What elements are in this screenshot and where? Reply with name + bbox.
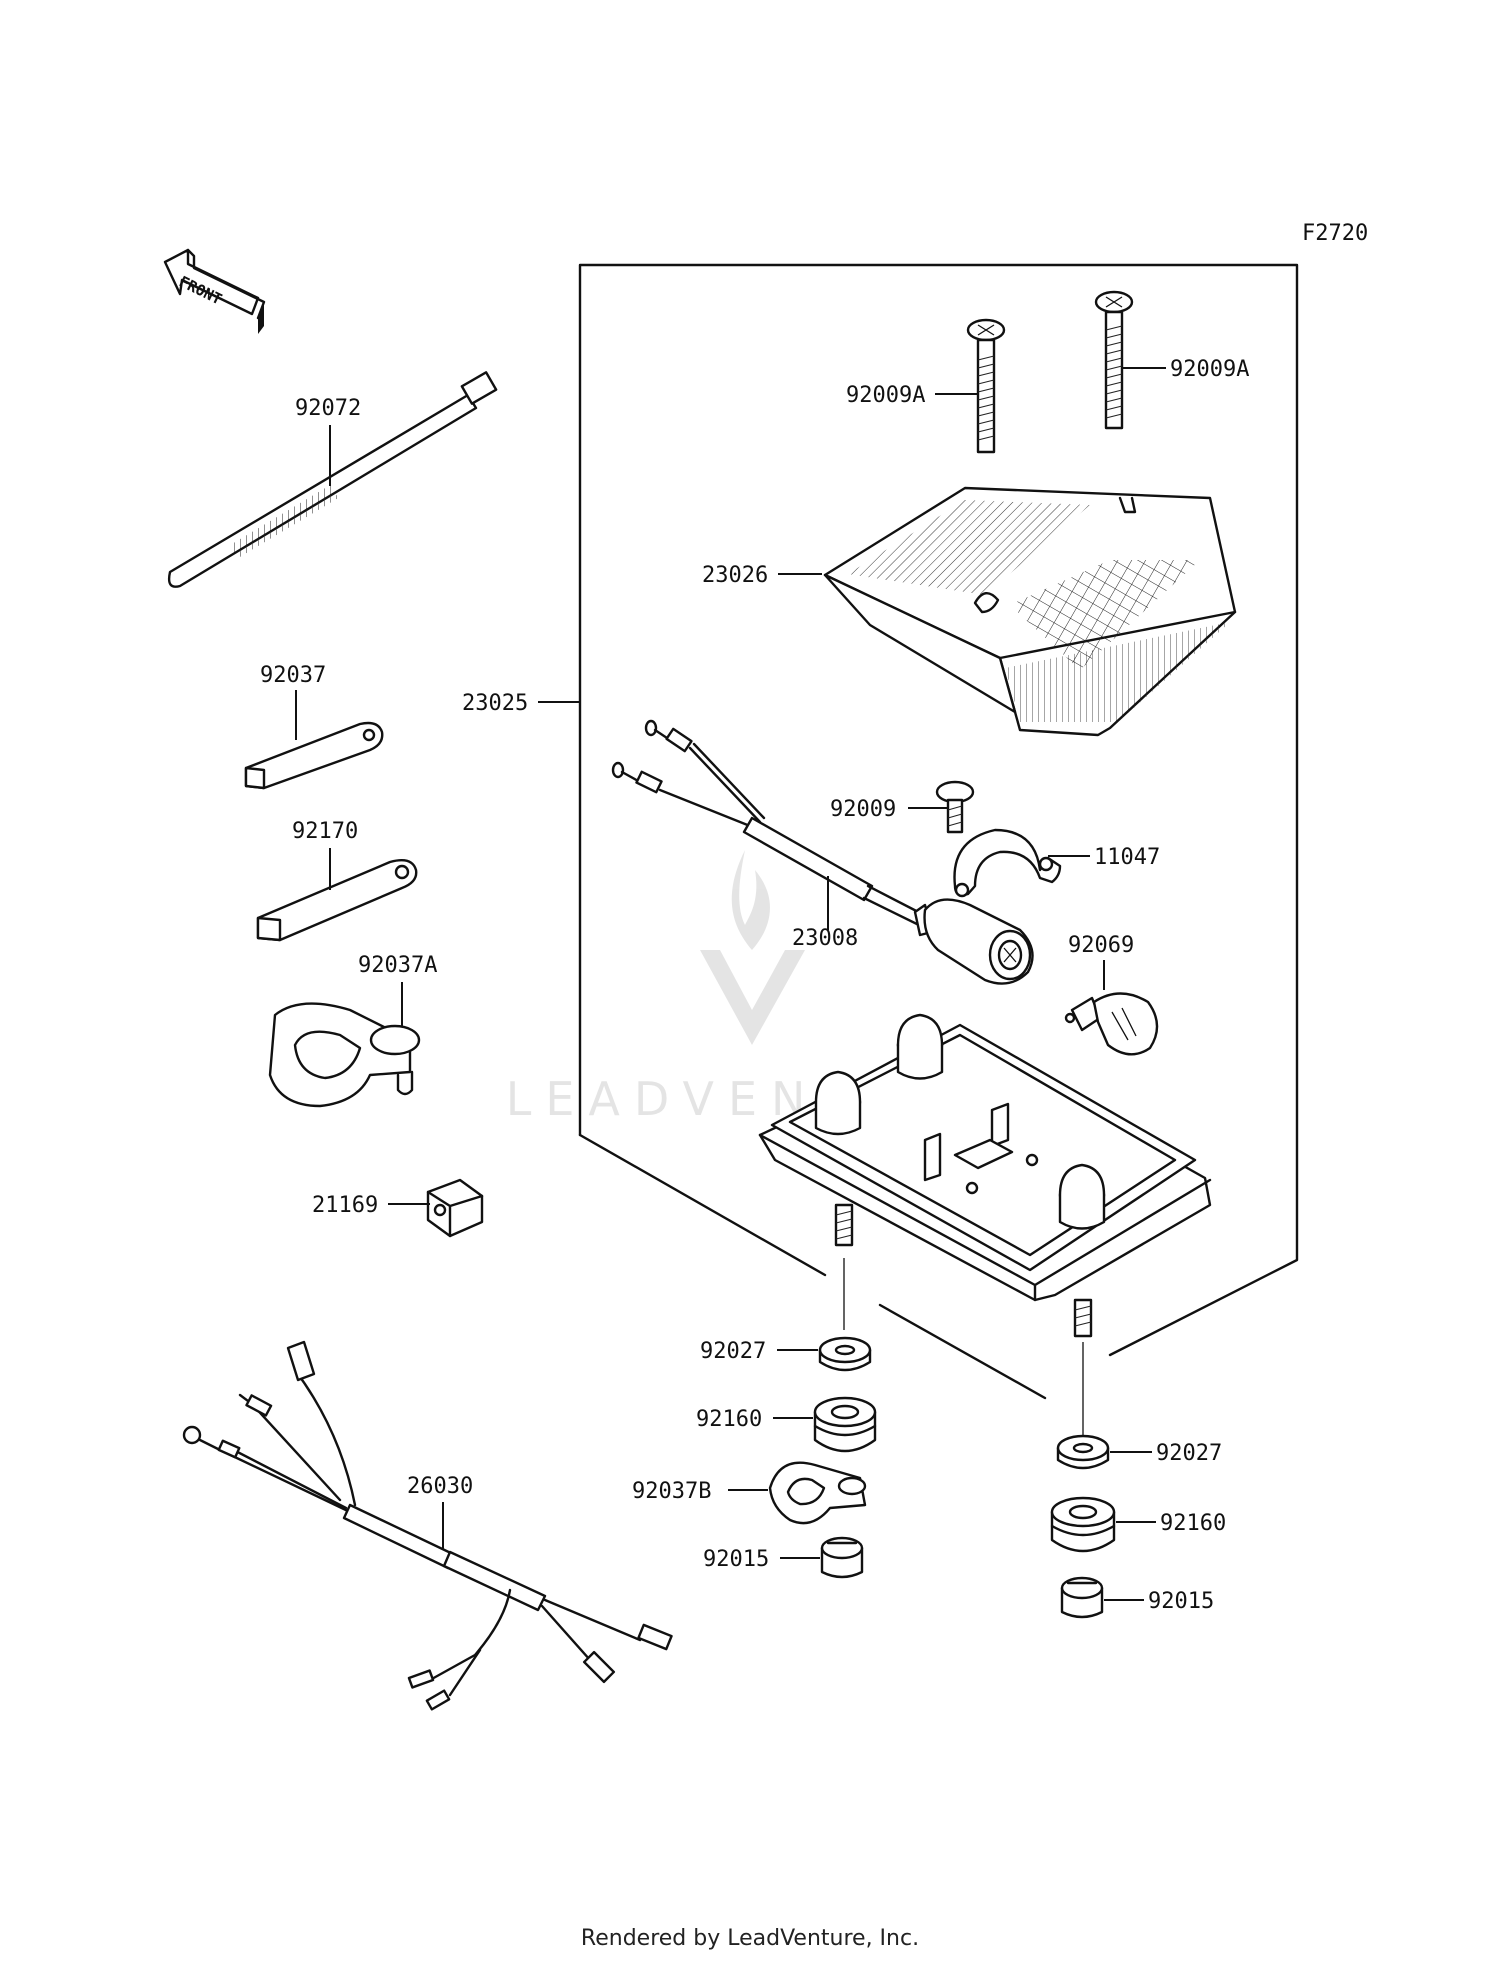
clamp-11047 bbox=[953, 828, 1062, 898]
label-92037A: 92037A bbox=[358, 953, 437, 978]
label-92069: 92069 bbox=[1068, 933, 1134, 958]
label-92009A-left: 92009A bbox=[846, 383, 925, 408]
screw-92009 bbox=[935, 780, 975, 834]
lens-cover-23026 bbox=[823, 486, 1237, 737]
stud-left bbox=[834, 1203, 854, 1247]
grommet-92027-right bbox=[1056, 1434, 1110, 1470]
label-92160-right: 92160 bbox=[1160, 1511, 1226, 1536]
nut-92015-left bbox=[820, 1536, 864, 1579]
grommet-92160-left bbox=[813, 1396, 877, 1453]
label-92072: 92072 bbox=[295, 396, 361, 421]
screw-92009A-right bbox=[1094, 290, 1134, 430]
label-11047: 11047 bbox=[1094, 845, 1160, 870]
plate-92037 bbox=[244, 721, 384, 790]
bulb-92069 bbox=[1064, 992, 1159, 1056]
clamp-92037B bbox=[768, 1461, 867, 1525]
label-26030: 26030 bbox=[407, 1474, 473, 1499]
figure-code: F2720 bbox=[1302, 221, 1368, 246]
label-21169: 21169 bbox=[312, 1193, 378, 1218]
screw-92009A-left bbox=[966, 318, 1006, 454]
grommet-92027-left bbox=[818, 1336, 872, 1372]
grommet-92160-right bbox=[1050, 1496, 1116, 1553]
footer-credit: Rendered by LeadVenture, Inc. bbox=[580, 1926, 920, 1951]
label-23008: 23008 bbox=[792, 926, 858, 951]
label-92015-left: 92015 bbox=[703, 1547, 769, 1572]
label-23025: 23025 bbox=[462, 691, 528, 716]
plate-92170 bbox=[256, 859, 418, 942]
wiring-harness-26030 bbox=[182, 1340, 673, 1711]
label-92009A-right: 92009A bbox=[1170, 357, 1249, 382]
assembly-frame-23025 bbox=[578, 263, 1299, 1400]
label-23026: 23026 bbox=[702, 563, 768, 588]
label-92027-left: 92027 bbox=[700, 1339, 766, 1364]
label-92170: 92170 bbox=[292, 819, 358, 844]
cable-tie-92072 bbox=[167, 371, 498, 588]
label-92037: 92037 bbox=[260, 663, 326, 688]
front-arrow-icon: FRONT bbox=[163, 248, 266, 334]
label-92009: 92009 bbox=[830, 797, 896, 822]
label-92027-right: 92027 bbox=[1156, 1441, 1222, 1466]
socket-wiring-23008 bbox=[611, 719, 1034, 985]
label-92037B: 92037B bbox=[632, 1479, 711, 1504]
label-92015-right: 92015 bbox=[1148, 1589, 1214, 1614]
stud-right bbox=[1073, 1298, 1093, 1338]
nut-92015-right bbox=[1060, 1576, 1104, 1619]
light-housing bbox=[758, 1013, 1212, 1302]
label-92160-left: 92160 bbox=[696, 1407, 762, 1432]
clip-nut-21169 bbox=[426, 1178, 484, 1238]
clamp-92037A bbox=[268, 1002, 421, 1108]
